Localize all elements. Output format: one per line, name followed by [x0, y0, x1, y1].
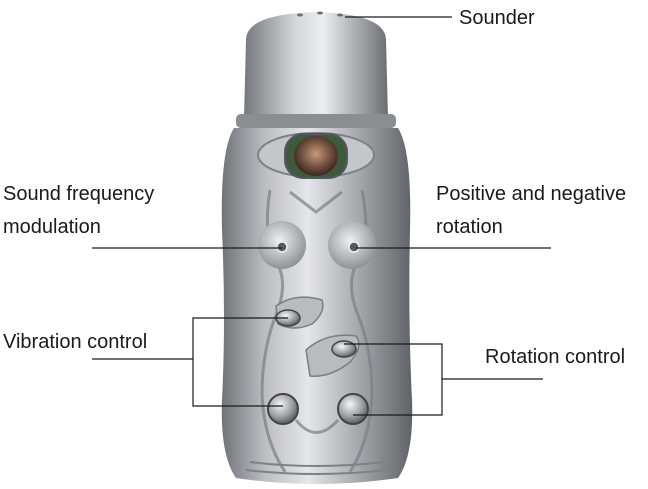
vibration-hand-button [275, 296, 324, 329]
label-sound-frequency-modulation: Sound frequency modulation [3, 178, 154, 244]
lower-left-button [267, 393, 299, 425]
lower-right-button [337, 393, 369, 425]
right-breast-control [328, 221, 376, 269]
rotation-hand-button [305, 334, 360, 377]
label-sounder-text: Sounder [459, 7, 535, 29]
label-sound-frequency-line1: Sound frequency [3, 183, 155, 205]
base-ridges [245, 461, 389, 475]
label-vibration-control: Vibration control [3, 326, 147, 359]
sounder-cap [236, 11, 396, 128]
label-vibration-text: Vibration control [3, 331, 148, 353]
label-rotation-text: Rotation control [485, 346, 626, 368]
left-breast-control [258, 221, 306, 269]
label-rotation-control: Rotation control [485, 341, 625, 374]
label-positive-negative-line1: Positive and negative [436, 183, 627, 205]
label-sound-frequency-line2: modulation [3, 216, 101, 238]
label-positive-negative-rotation: Positive and negative rotation [436, 178, 626, 244]
shoulder-relief [289, 190, 343, 214]
label-positive-negative-line2: rotation [436, 216, 503, 238]
label-sounder: Sounder [459, 2, 535, 35]
leader-line-vibration [192, 317, 288, 407]
face-window [257, 132, 375, 179]
